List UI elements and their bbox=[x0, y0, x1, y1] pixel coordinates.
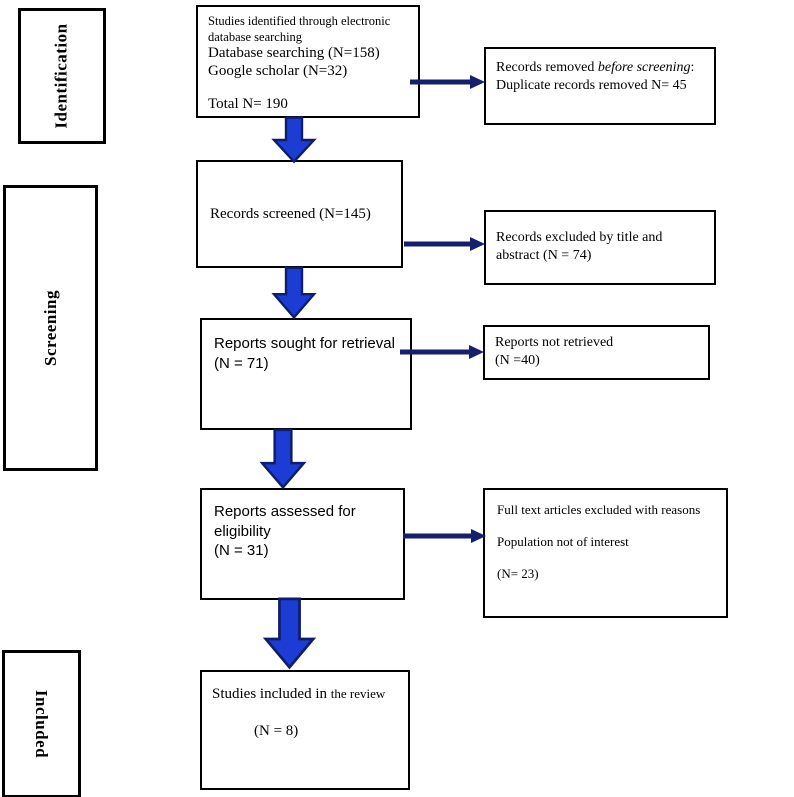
not-retrieved-line-2: (N =40) bbox=[495, 353, 540, 369]
right-arrow-sought-to-not-retrieved bbox=[400, 345, 484, 359]
stage-label-included: Included bbox=[32, 689, 52, 759]
fulltext-line-1: Full text articles excluded with reasons bbox=[497, 502, 701, 517]
included-line-1a: Studies included in bbox=[212, 686, 331, 702]
box-fulltext-excluded: Full text articles excluded with reasons… bbox=[483, 488, 728, 618]
right-arrow-assessed-to-fulltext bbox=[403, 529, 486, 543]
down-arrow-assessed-to-included bbox=[262, 597, 317, 670]
box-studies-identified: Studies identified through electronic da… bbox=[196, 5, 420, 118]
stage-label-identification: Identification bbox=[52, 23, 72, 129]
identified-line-1: Studies identified through electronic bbox=[208, 14, 391, 28]
box-reports-not-retrieved: Reports not retrieved (N =40) bbox=[483, 325, 710, 380]
sought-line-1: Reports sought for retrieval bbox=[214, 335, 395, 352]
included-line-1: Studies included in the review bbox=[212, 686, 398, 703]
right-arrow-screened-to-excluded bbox=[404, 237, 485, 251]
included-line-1b: the review bbox=[330, 686, 386, 701]
right-arrow-identified-to-removed bbox=[410, 75, 485, 89]
down-arrow-screened-to-sought bbox=[271, 266, 317, 320]
stage-label-screening: Screening bbox=[40, 290, 60, 366]
included-line-2: (N = 8) bbox=[254, 723, 299, 739]
stage-box-identification: Identification bbox=[18, 8, 106, 144]
identified-line-3: Database searching (N=158) bbox=[208, 45, 380, 62]
box-records-removed: Records removed before screening: Duplic… bbox=[484, 47, 716, 125]
identified-line-2: database searching bbox=[208, 29, 303, 44]
excluded-line-1: Records excluded by title and bbox=[496, 230, 663, 245]
removed-prefix: Records removed bbox=[496, 60, 598, 75]
box-reports-sought: Reports sought for retrieval (N = 71) bbox=[200, 318, 412, 430]
identified-total: Total N= 190 bbox=[208, 95, 288, 112]
stage-box-screening: Screening bbox=[3, 185, 98, 471]
box-records-excluded: Records excluded by title and abstract (… bbox=[484, 210, 716, 285]
removed-line-2: Duplicate records removed N= 45 bbox=[496, 78, 687, 94]
down-arrow-sought-to-assessed bbox=[259, 428, 307, 490]
identified-line-4: Google scholar (N=32) bbox=[208, 62, 348, 79]
assessed-line-2: eligibility bbox=[214, 522, 271, 540]
assessed-line-1: Reports assessed for bbox=[214, 503, 356, 520]
removed-line-1: Records removed before screening: bbox=[496, 59, 704, 77]
identified-spacer bbox=[208, 81, 408, 96]
box-records-screened: Records screened (N=145) bbox=[196, 160, 403, 268]
stage-box-included: Included bbox=[2, 650, 81, 797]
box-studies-included: Studies included in the review (N = 8) bbox=[200, 670, 410, 790]
sought-line-2: (N = 71) bbox=[214, 354, 269, 372]
down-arrow-identified-to-screened bbox=[271, 116, 317, 164]
fulltext-line-3: (N= 23) bbox=[497, 566, 539, 581]
not-retrieved-line-1: Reports not retrieved bbox=[495, 335, 614, 350]
removed-suffix: : bbox=[690, 60, 695, 75]
fulltext-line-2: Population not of interest bbox=[497, 534, 629, 549]
assessed-line-3: (N = 31) bbox=[214, 542, 269, 559]
screened-line-1: Records screened (N=145) bbox=[210, 205, 371, 222]
box-reports-assessed: Reports assessed for eligibility (N = 31… bbox=[200, 488, 405, 600]
excluded-line-2: abstract (N = 74) bbox=[496, 248, 592, 264]
removed-italic: before screening bbox=[597, 60, 691, 75]
